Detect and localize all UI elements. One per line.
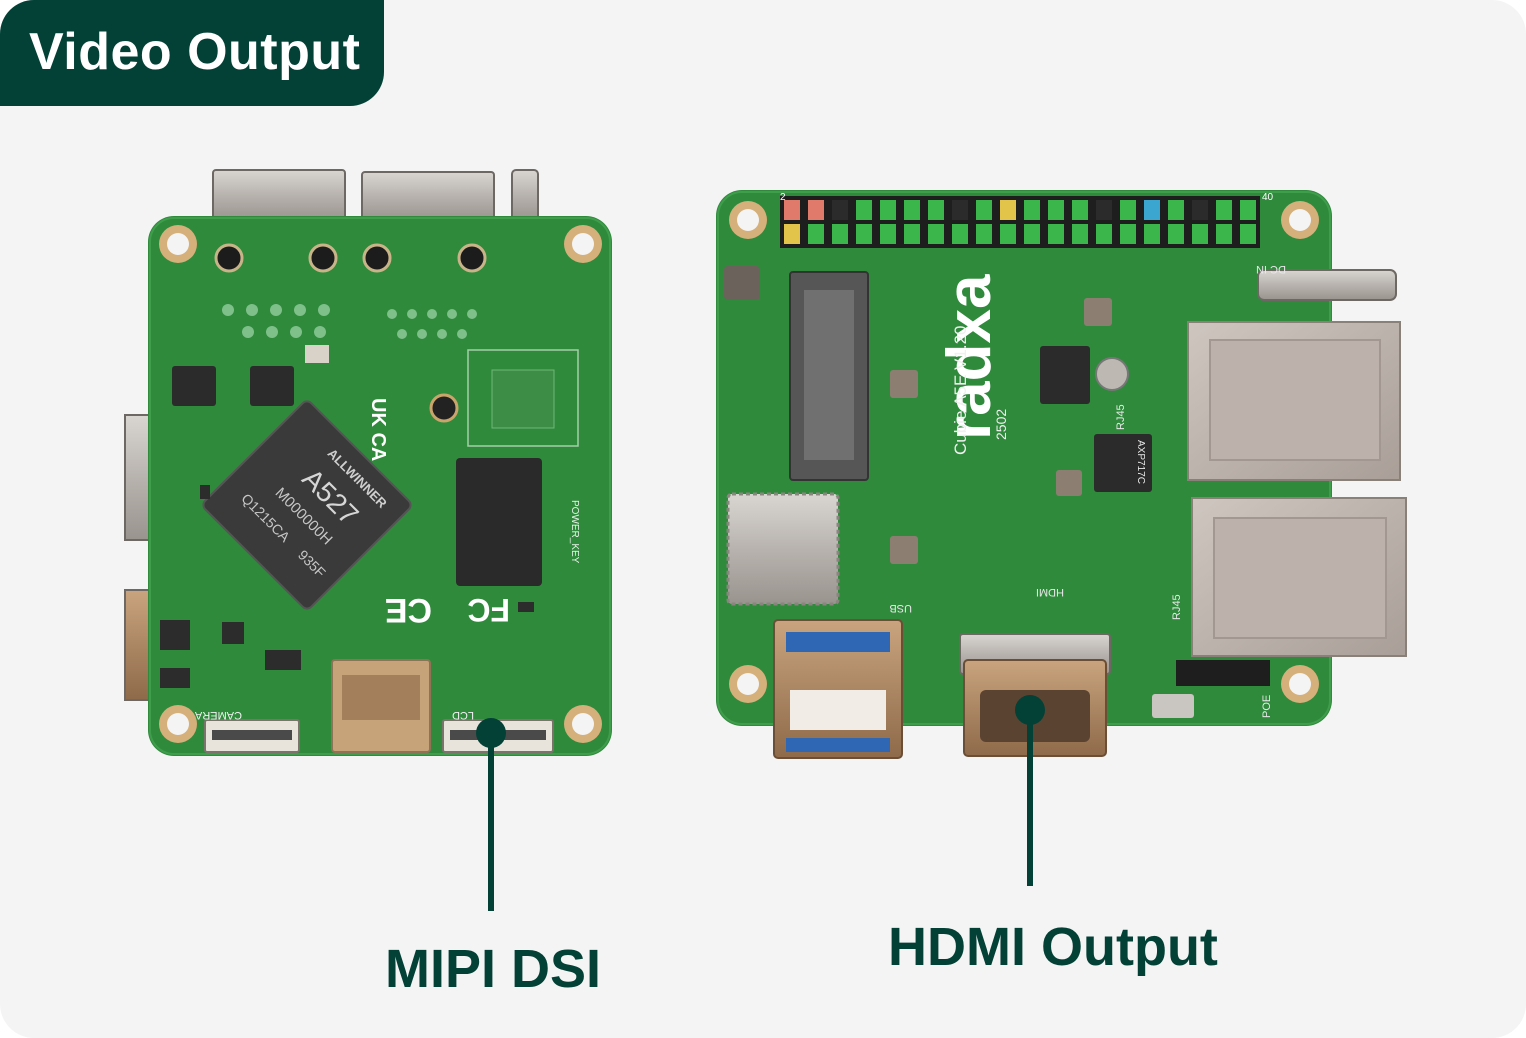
gpio-pin (1240, 200, 1256, 220)
mounting-holes (159, 225, 602, 743)
gpio-header (780, 196, 1260, 248)
gpio-pin (1144, 224, 1160, 244)
barrel-connector (511, 169, 539, 221)
inductor-4 (1056, 470, 1082, 496)
gpio-pin (784, 224, 800, 244)
gpio-pin (1216, 200, 1232, 220)
ic-ethernet (1040, 346, 1090, 404)
vias (222, 304, 477, 339)
gpio-pin (1048, 224, 1064, 244)
label-pmic: AXP717C (1135, 440, 1146, 484)
large-board: radxa Cubie A5E V1.20 2502 RJ45 RJ45 DC … (716, 190, 1407, 759)
mark-ce: CE (385, 591, 432, 629)
mark-ukca: UK CA (367, 398, 389, 461)
gpio-pin (880, 200, 896, 220)
label-pin-last: 40 (1262, 192, 1274, 203)
gpio-pin (1240, 224, 1256, 244)
label-power-key: POWER_KEY (569, 500, 580, 564)
gpio-pin (952, 200, 968, 220)
screw-hole (429, 393, 459, 423)
hdmi-callout-line (1027, 710, 1033, 886)
gpio-pin (1192, 200, 1208, 220)
gpio-pin (1024, 224, 1040, 244)
label-rj45-a: RJ45 (1115, 404, 1127, 430)
soc-chip: ALLWINNER A527 M000000H Q1215CA 935F (202, 400, 412, 610)
gpio-pin (928, 224, 944, 244)
usb-connector-top-right (361, 171, 495, 221)
gpio-pin (784, 200, 800, 220)
board-model: Cubie A5E V1.20 (951, 326, 970, 455)
gpio-pin (880, 224, 896, 244)
label-usb: USB (889, 602, 912, 614)
label-hdmi: HDMI (1036, 586, 1064, 598)
large-board-pcb (716, 190, 1332, 726)
component-square (724, 266, 760, 300)
dc-barrel-jack (1257, 269, 1397, 301)
gpio-pin (1168, 200, 1184, 220)
boot-switch (1152, 694, 1194, 718)
gpio-pin (832, 200, 848, 220)
label-pin-first: 2 (780, 192, 786, 203)
inductor-1 (890, 370, 918, 398)
callout-label-mipi: MIPI DSI (385, 939, 602, 999)
gpio-pin (1072, 224, 1088, 244)
pmic-chip (1094, 434, 1152, 492)
small-board: ALLWINNER A527 M000000H Q1215CA 935F UK … (124, 169, 612, 756)
misc-components (160, 485, 534, 688)
gpio-pin (976, 200, 992, 220)
gpio-pin (1144, 200, 1160, 220)
gpio-pin (808, 224, 824, 244)
ram-chip (456, 458, 542, 586)
gpio-pin (832, 224, 848, 244)
poe-header (1176, 660, 1270, 686)
gpio-pin (1120, 224, 1136, 244)
usb-a-port (773, 619, 903, 759)
label-rj45-b: RJ45 (1171, 594, 1183, 620)
gpio-pin (856, 200, 872, 220)
title-tab: Video Output (0, 0, 384, 106)
gpio-pin (1120, 200, 1136, 220)
gpio-pin (1024, 200, 1040, 220)
wifi-module (726, 492, 840, 606)
usb-connector-top-left (212, 169, 346, 221)
emmc-footprint (467, 349, 579, 447)
label-poe: POE (1261, 695, 1273, 718)
through-hole-pads (214, 243, 487, 273)
screw (1095, 357, 1129, 391)
gpio-pin (976, 224, 992, 244)
callout-label-hdmi: HDMI Output (888, 917, 1218, 977)
label-camera: CAMERA (194, 709, 242, 721)
gpio-pin (1096, 200, 1112, 220)
mipi-callout-line (488, 733, 494, 911)
gpio-pin (904, 224, 920, 244)
inductor-2 (890, 536, 918, 564)
label-dc-in: DC IN (1256, 263, 1286, 275)
gpio-pin (856, 224, 872, 244)
gpio-pin (952, 224, 968, 244)
gpio-pin (1072, 200, 1088, 220)
page-title: Video Output (29, 23, 361, 81)
crystal (305, 345, 329, 363)
ic-small-2 (250, 366, 294, 406)
mark-fc: FC (467, 592, 510, 628)
gpio-pin (1000, 200, 1016, 220)
label-lcd: LCD (452, 709, 474, 721)
inductor-3 (1084, 298, 1112, 326)
gpio-pin (1048, 200, 1064, 220)
mounting-holes (729, 201, 1319, 703)
board-brand: radxa (935, 274, 1004, 440)
gpio-pin (904, 200, 920, 220)
gpio-pin (1216, 224, 1232, 244)
gpio-pin (1192, 224, 1208, 244)
ic-small-1 (172, 366, 216, 406)
gpio-pin (1000, 224, 1016, 244)
board-date: 2502 (993, 409, 1009, 440)
gpio-pin (1096, 224, 1112, 244)
hdmi-port (959, 633, 1111, 757)
gpio-pin (1168, 224, 1184, 244)
gpio-pin (928, 200, 944, 220)
gpio-pin (808, 200, 824, 220)
